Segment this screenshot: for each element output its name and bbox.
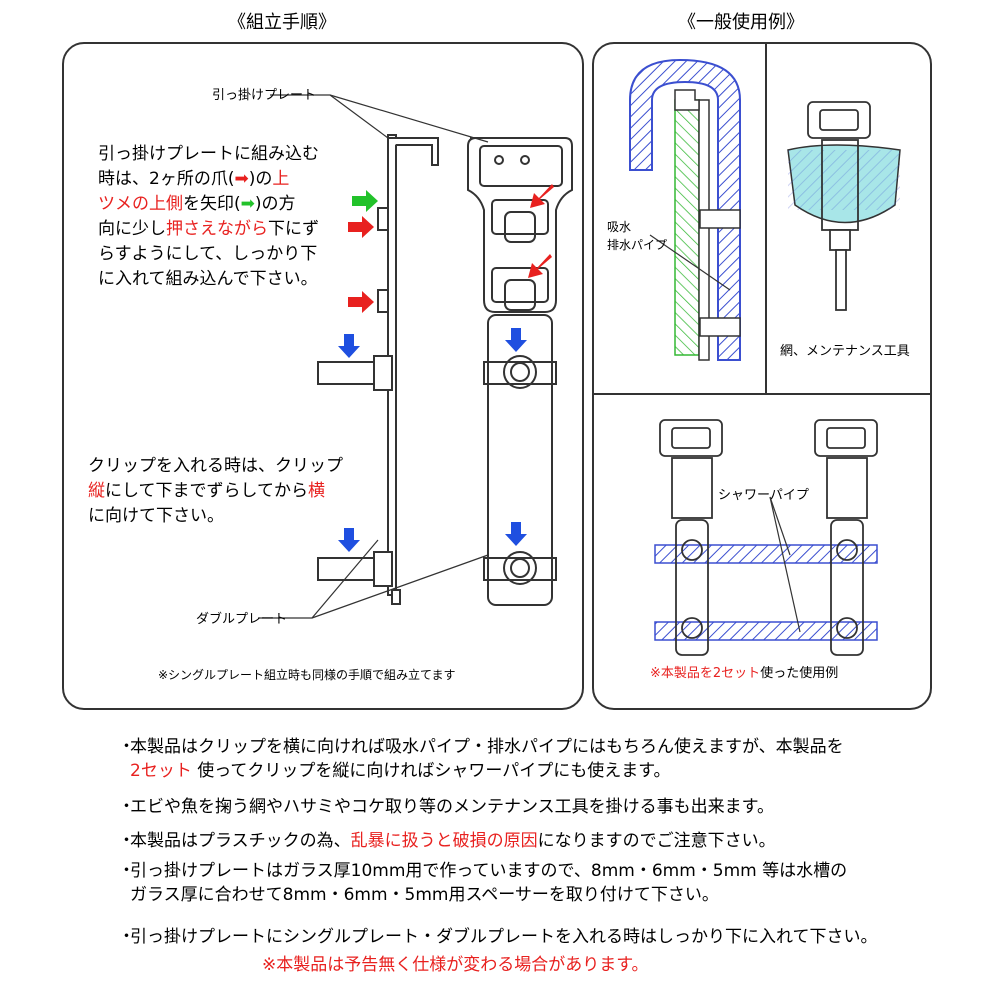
- bullet-2: ・エビや魚を掬う網やハサミやコケ取り等のメンテナンス工具を掛ける事も出来ます。: [118, 797, 774, 817]
- clip-instructions: クリップを入れる時は、クリップ 縦にして下までずらしてから横 に向けて下さい。: [88, 456, 343, 526]
- red-arrow-icon: ➡: [234, 169, 249, 189]
- assembly-diagram: [258, 44, 930, 656]
- two-set-caption: ※本製品を2セット使った使用例: [650, 666, 839, 681]
- blue-arrows: [338, 328, 527, 552]
- usage-title: 《一般使用例》: [678, 12, 804, 33]
- bullet-5: ・引っ掛けプレートにシングルプレート・ダブルプレートを入れる時はしっかり下に入れ…: [118, 927, 878, 947]
- bullet-1: ・本製品はクリップを横に向ければ吸水パイプ・排水パイプにはもちろん使えますが、本…: [118, 737, 844, 757]
- green-arrow-icon: ➡: [240, 194, 255, 214]
- bullet-4-cont: ガラス厚に合わせて8mm・6mm・5mm用スペーサーを取り付けて下さい。: [130, 885, 719, 905]
- green-arrows: [352, 190, 378, 212]
- bullet-1-cont: 2セット 使ってクリップを縦に向ければシャワーパイプにも使えます。: [130, 761, 671, 781]
- intake-pipe-label-1: 吸水: [607, 220, 632, 234]
- side-view: [317, 134, 439, 605]
- assembly-instructions: 引っ掛けプレートに組み込む 時は、2ヶ所の爪(➡)の上 ツメの上側を矢印(➡)の…: [98, 144, 320, 289]
- intake-pipe-label-2: 排水パイプ: [607, 238, 668, 252]
- bullet-3: ・本製品はプラスチックの為、乱暴に扱うと破損の原因になりますのでご注意下さい。: [118, 831, 776, 851]
- bullet-4: ・引っ掛けプレートはガラス厚10mm用で作っていますので、8mm・6mm・5mm…: [118, 861, 848, 881]
- net-tool-example: [787, 101, 901, 311]
- red-arrows: [348, 184, 554, 313]
- bullet-6: ※本製品は予告無く仕様が変わる場合があります。: [262, 955, 649, 975]
- double-plate-label: ダブルプレート: [196, 612, 288, 627]
- front-view: [467, 137, 573, 606]
- assembly-title: 《組立手順》: [228, 12, 336, 33]
- hook-plate-label: 引っ掛けプレート: [212, 88, 317, 103]
- net-tool-label: 網、メンテナンス工具: [780, 344, 910, 359]
- shower-pipe-label: シャワーパイプ: [718, 488, 809, 503]
- two-set-example: [654, 419, 878, 656]
- pipe-hook-example: [629, 58, 741, 361]
- single-plate-note: ※シングルプレート組立時も同様の手順で組み立てます: [158, 668, 456, 682]
